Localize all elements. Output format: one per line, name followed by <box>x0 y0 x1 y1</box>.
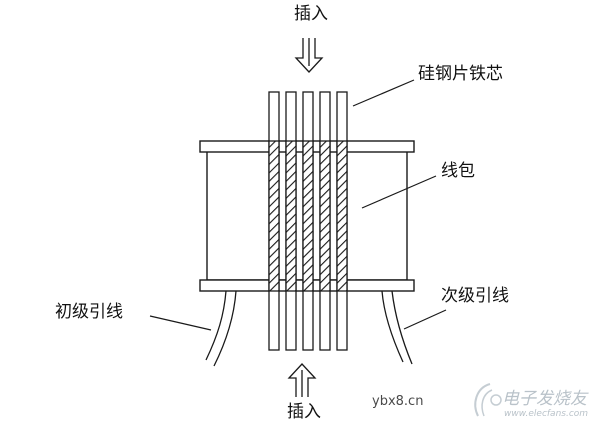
lamination-3-hatch <box>302 140 314 292</box>
lamination-4-hatch <box>319 140 331 292</box>
leader-coil <box>361 175 437 209</box>
primary-lead-label: 初级引线 <box>55 302 123 322</box>
lamination-1-hatch <box>268 140 280 292</box>
leader-core <box>352 79 415 107</box>
steel-lamination-core <box>268 91 348 351</box>
insert-label-top: 插入 <box>294 4 328 24</box>
insert-label-bottom: 插入 <box>287 402 321 422</box>
watermark: ybx8.cn 电子发烧友 www.elecfans.com <box>372 378 600 428</box>
watermark-brand-text: 电子发烧友 <box>502 389 587 409</box>
leader-primary <box>149 315 212 331</box>
watermark-logo-icon <box>474 383 502 417</box>
coil-label: 线包 <box>441 161 475 181</box>
secondary-lead-label: 次级引线 <box>441 286 509 306</box>
watermark-url-text: www.elecfans.com <box>504 409 589 419</box>
lamination-2-hatch <box>285 140 297 292</box>
leader-lines <box>149 79 447 331</box>
core-label: 硅钢片铁芯 <box>418 64 503 84</box>
leader-secondary <box>403 309 447 330</box>
insert-arrow-top <box>294 38 324 73</box>
insert-arrow-bottom <box>287 363 317 397</box>
lamination-5-hatch <box>336 140 348 292</box>
secondary-lead-wires <box>381 290 413 365</box>
watermark-site-text: ybx8.cn <box>372 394 424 409</box>
primary-lead-wires <box>205 290 237 367</box>
